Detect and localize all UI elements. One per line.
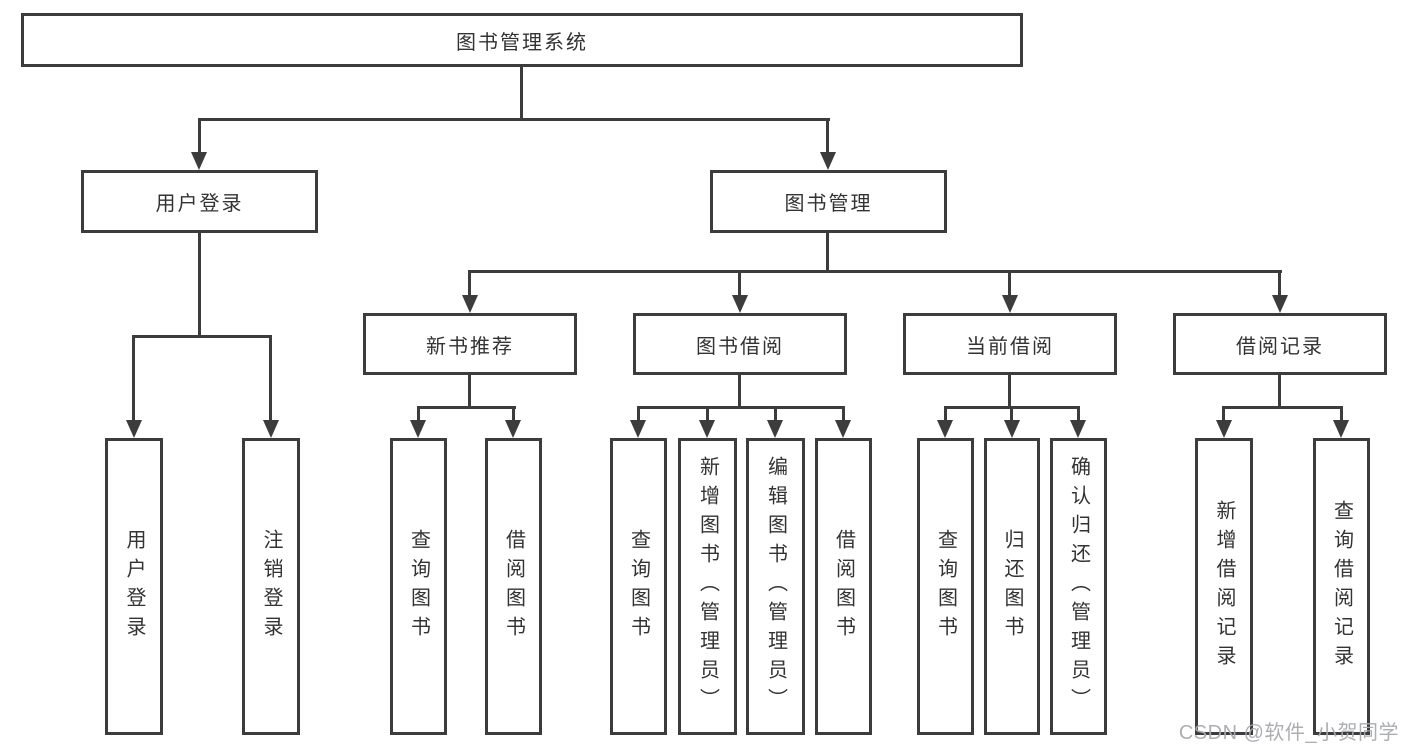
node-new-book-recommendation: 新书推荐 — [363, 313, 577, 375]
leaf-query-books-current: 查询图书 — [917, 438, 974, 735]
connector-current-drop-3 — [1077, 406, 1080, 422]
leaf-label: 借阅图书 — [502, 528, 525, 645]
connector-root-rail — [198, 118, 830, 121]
connector-borrowing-rail — [637, 406, 845, 409]
connector-current-drop-2 — [1010, 406, 1013, 422]
node-book-borrowing: 图书借阅 — [633, 313, 847, 375]
arrowhead-query-books-current — [937, 420, 953, 438]
node-label: 当前借阅 — [966, 335, 1054, 358]
leaf-return-books: 归还图书 — [984, 438, 1040, 735]
node-label: 新书推荐 — [426, 335, 514, 358]
connector-borrowing-drop-2 — [706, 406, 709, 422]
connector-user-login-drop-2 — [269, 335, 272, 421]
node-label: 图书借阅 — [696, 335, 784, 358]
connector-root-drop-left — [198, 118, 201, 154]
leaf-query-borrow-record: 查询借阅记录 — [1313, 438, 1370, 735]
leaf-borrow-books-action: 借阅图书 — [815, 438, 872, 735]
connector-user-login-drop-1 — [132, 335, 135, 421]
arrowhead-user-login-leaf — [126, 420, 142, 438]
leaf-label: 注销登录 — [260, 528, 282, 645]
arrowhead-confirm-return-admin — [1070, 420, 1086, 438]
node-label: 图书管理 — [784, 193, 873, 215]
node-label: 图书管理系统 — [456, 31, 588, 54]
connector-records-stem — [1278, 375, 1281, 408]
connector-borrowing-stem — [738, 375, 741, 408]
connector-current-drop-1 — [944, 406, 947, 422]
connector-book-mgmt-drop-4 — [1278, 270, 1281, 297]
connector-user-login-stem — [198, 233, 201, 336]
connector-root-drop-right — [826, 118, 829, 154]
connector-borrowing-drop-3 — [774, 406, 777, 422]
leaf-add-book-admin: 新增图书（管理员） — [678, 438, 737, 735]
node-label: 用户登录 — [155, 193, 244, 215]
node-label: 借阅记录 — [1236, 335, 1324, 358]
arrowhead-query-borrow-record — [1333, 420, 1349, 438]
leaf-query-books-borrow: 查询图书 — [610, 438, 667, 735]
arrowhead-return-books — [1004, 420, 1020, 438]
leaf-label: 用户登录 — [123, 528, 145, 645]
arrowhead-edit-book-admin — [767, 420, 783, 438]
leaf-query-books-recommend: 查询图书 — [390, 438, 447, 735]
connector-book-mgmt-stem — [826, 233, 829, 271]
leaf-label: 查询图书 — [407, 528, 430, 645]
connector-recommend-rail — [417, 406, 516, 409]
arrowhead-add-book-admin — [699, 420, 715, 438]
arrowhead-borrow-books-action — [835, 420, 851, 438]
node-book-management: 图书管理 — [710, 170, 947, 233]
node-current-borrowing: 当前借阅 — [903, 313, 1117, 375]
leaf-label: 编辑图书（管理员） — [764, 456, 787, 717]
connector-records-rail — [1222, 406, 1343, 409]
leaf-logout-action: 注销登录 — [242, 438, 300, 735]
connector-borrowing-drop-1 — [637, 406, 640, 422]
arrowhead-add-borrow-record — [1216, 420, 1232, 438]
leaf-label: 借阅图书 — [832, 528, 855, 645]
connector-recommend-drop-2 — [512, 406, 515, 422]
leaf-label: 新增图书（管理员） — [696, 456, 719, 717]
arrowhead-user-login — [191, 152, 207, 170]
leaf-label: 新增借阅记录 — [1213, 499, 1235, 674]
node-library-management-system: 图书管理系统 — [21, 13, 1023, 67]
node-borrowing-records: 借阅记录 — [1173, 313, 1387, 375]
connector-borrowing-drop-4 — [842, 406, 845, 422]
connector-book-mgmt-drop-2 — [738, 270, 741, 297]
arrowhead-current-borrowing — [1002, 295, 1018, 313]
connector-root-stem — [520, 67, 523, 120]
leaf-label: 查询图书 — [627, 528, 650, 645]
arrowhead-book-borrowing — [732, 295, 748, 313]
leaf-add-borrow-record: 新增借阅记录 — [1195, 438, 1253, 735]
connector-book-mgmt-drop-1 — [468, 270, 471, 297]
arrowhead-book-management — [820, 152, 836, 170]
leaf-label: 查询图书 — [934, 528, 957, 645]
connector-current-stem — [1008, 375, 1011, 408]
arrowhead-borrowing-records — [1272, 295, 1288, 313]
node-user-login: 用户登录 — [81, 170, 318, 233]
arrowhead-new-book-recommendation — [462, 295, 478, 313]
connector-book-mgmt-rail — [468, 270, 1282, 273]
connector-book-mgmt-drop-3 — [1008, 270, 1011, 297]
connector-recommend-stem — [468, 375, 471, 408]
connector-records-drop-2 — [1340, 406, 1343, 422]
arrowhead-query-books-borrow — [630, 420, 646, 438]
leaf-label: 确认归还（管理员） — [1067, 456, 1090, 717]
arrowhead-logout-leaf — [263, 420, 279, 438]
leaf-label: 归还图书 — [1001, 528, 1023, 645]
leaf-borrow-books-recommend: 借阅图书 — [485, 438, 542, 735]
leaf-edit-book-admin: 编辑图书（管理员） — [746, 438, 805, 735]
leaf-label: 查询借阅记录 — [1330, 499, 1353, 674]
connector-recommend-drop-1 — [417, 406, 420, 422]
csdn-watermark: CSDN @软件_小贺同学 — [1178, 722, 1399, 744]
leaf-user-login-action: 用户登录 — [105, 438, 163, 735]
arrowhead-borrow-books-recommend — [505, 420, 521, 438]
connector-records-drop-1 — [1222, 406, 1225, 422]
arrowhead-query-books-recommend — [410, 420, 426, 438]
connector-user-login-rail — [132, 335, 272, 338]
leaf-confirm-return-admin: 确认归还（管理员） — [1050, 438, 1107, 735]
